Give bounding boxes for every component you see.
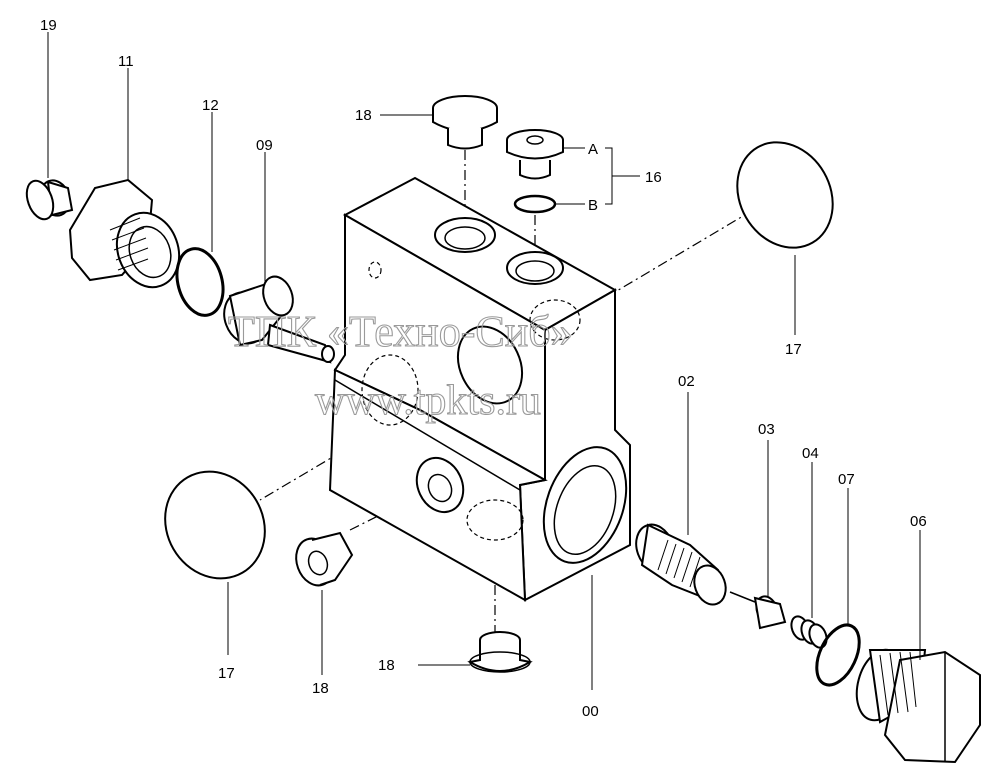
callout-17-left: 17	[218, 665, 235, 682]
part-03-check-poppet	[729, 440, 787, 630]
callout-16-a: A	[588, 141, 598, 158]
part-17-right-cover	[736, 141, 834, 335]
callout-labels: 19 11 12 09 18 A B 16 17 02 03 04 07 06 …	[40, 17, 927, 720]
part-09-poppet	[223, 152, 335, 364]
part-02-sleeve	[635, 392, 727, 606]
callout-02: 02	[678, 373, 695, 390]
callout-19: 19	[40, 17, 57, 34]
part-12-o-ring	[175, 112, 225, 317]
callout-00: 00	[582, 703, 599, 720]
watermark: ТПК «Техно-Сиб» www.tpkts.ru	[227, 306, 573, 424]
callout-12: 12	[202, 97, 219, 114]
callout-16-b: B	[588, 197, 598, 214]
callout-18-mid: 18	[312, 680, 329, 697]
callout-18-top: 18	[355, 107, 372, 124]
part-11-hex-fitting	[68, 68, 181, 289]
callout-06: 06	[910, 513, 927, 530]
callout-07: 07	[838, 471, 855, 488]
part-06-hex-plug	[855, 530, 981, 764]
part-18-plug-top	[380, 95, 498, 150]
watermark-line2: www.tpkts.ru	[315, 378, 541, 424]
part-18-plug-bottom	[418, 631, 533, 673]
callout-09: 09	[256, 137, 273, 154]
part-07-o-ring	[815, 488, 861, 687]
part-04-spring	[790, 462, 828, 649]
callout-16: 16	[645, 169, 662, 186]
callout-04: 04	[802, 445, 819, 462]
callout-11: 11	[118, 53, 134, 70]
part-17-left-cover	[164, 470, 266, 655]
part-19-cap	[25, 32, 74, 221]
part-16-plug-and-ring	[506, 129, 640, 214]
callout-03: 03	[758, 421, 775, 438]
callout-17-right: 17	[785, 341, 802, 358]
valve-body	[328, 176, 631, 602]
part-18-plug-mid	[295, 531, 354, 675]
callout-18-bottom: 18	[378, 657, 395, 674]
watermark-line1: ТПК «Техно-Сиб»	[228, 307, 573, 356]
